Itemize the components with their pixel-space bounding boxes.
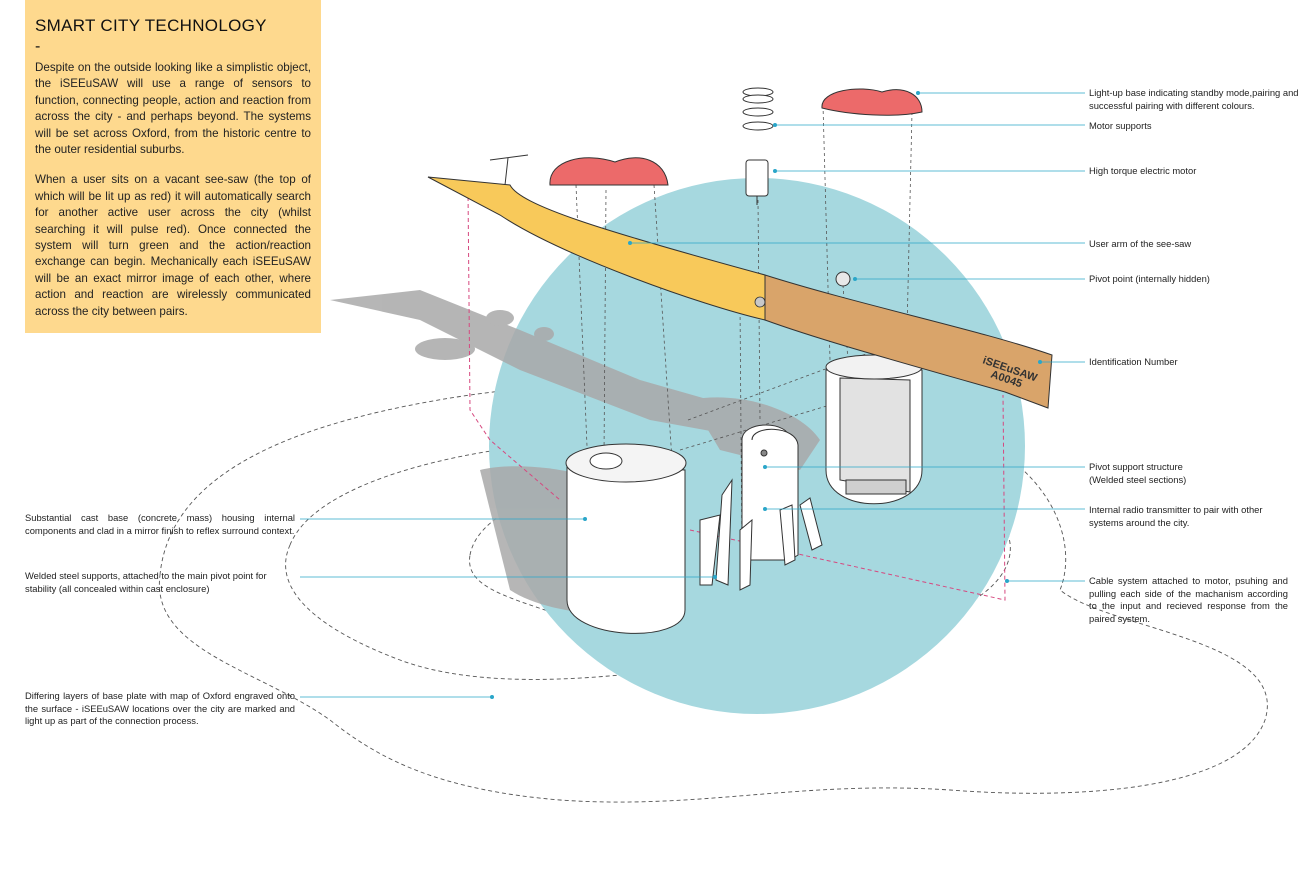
- light-up-caps: [549, 88, 923, 186]
- panel-paragraph-2: When a user sits on a vacant see-saw (th…: [35, 173, 311, 318]
- leader-lines: [300, 92, 1085, 698]
- label-cast-base: Substantial cast base (concrete mass) ho…: [25, 512, 295, 536]
- cutaway-housing: [825, 354, 923, 505]
- label-pivot-support: Pivot support structure (Welded steel se…: [1089, 461, 1187, 485]
- label-cable-system: Cable system attached to motor, psuhing …: [1089, 575, 1288, 624]
- label-identification-number: Identification Number: [1089, 356, 1178, 367]
- motor-assembly: [742, 87, 774, 205]
- description-panel: SMART CITY TECHNOLOGY - Despite on the o…: [25, 0, 321, 333]
- label-light-up-base: Light-up base indicating standby mode,pa…: [1089, 87, 1299, 111]
- panel-title: SMART CITY TECHNOLOGY: [35, 16, 267, 35]
- panel-dash: -: [35, 38, 41, 55]
- label-user-arm: User arm of the see-saw: [1089, 238, 1192, 249]
- panel-paragraph-1: Despite on the outside looking like a si…: [35, 61, 311, 157]
- cast-base: [565, 443, 687, 634]
- seesaw-arm: iSEEuSAW A0045: [427, 154, 1053, 409]
- label-radio-transmitter: Internal radio transmitter to pair with …: [1089, 504, 1263, 528]
- pivot-support-structure: [699, 424, 823, 591]
- label-motor: High torque electric motor: [1089, 165, 1197, 176]
- label-welded-supports: Welded steel supports, attached to the m…: [25, 570, 267, 594]
- pivot-pin: [835, 271, 851, 287]
- label-pivot-point: Pivot point (internally hidden): [1089, 273, 1210, 284]
- label-base-plate: Differing layers of base plate with map …: [25, 690, 295, 726]
- label-motor-supports: Motor supports: [1089, 120, 1152, 131]
- leader-dots: [490, 91, 1042, 699]
